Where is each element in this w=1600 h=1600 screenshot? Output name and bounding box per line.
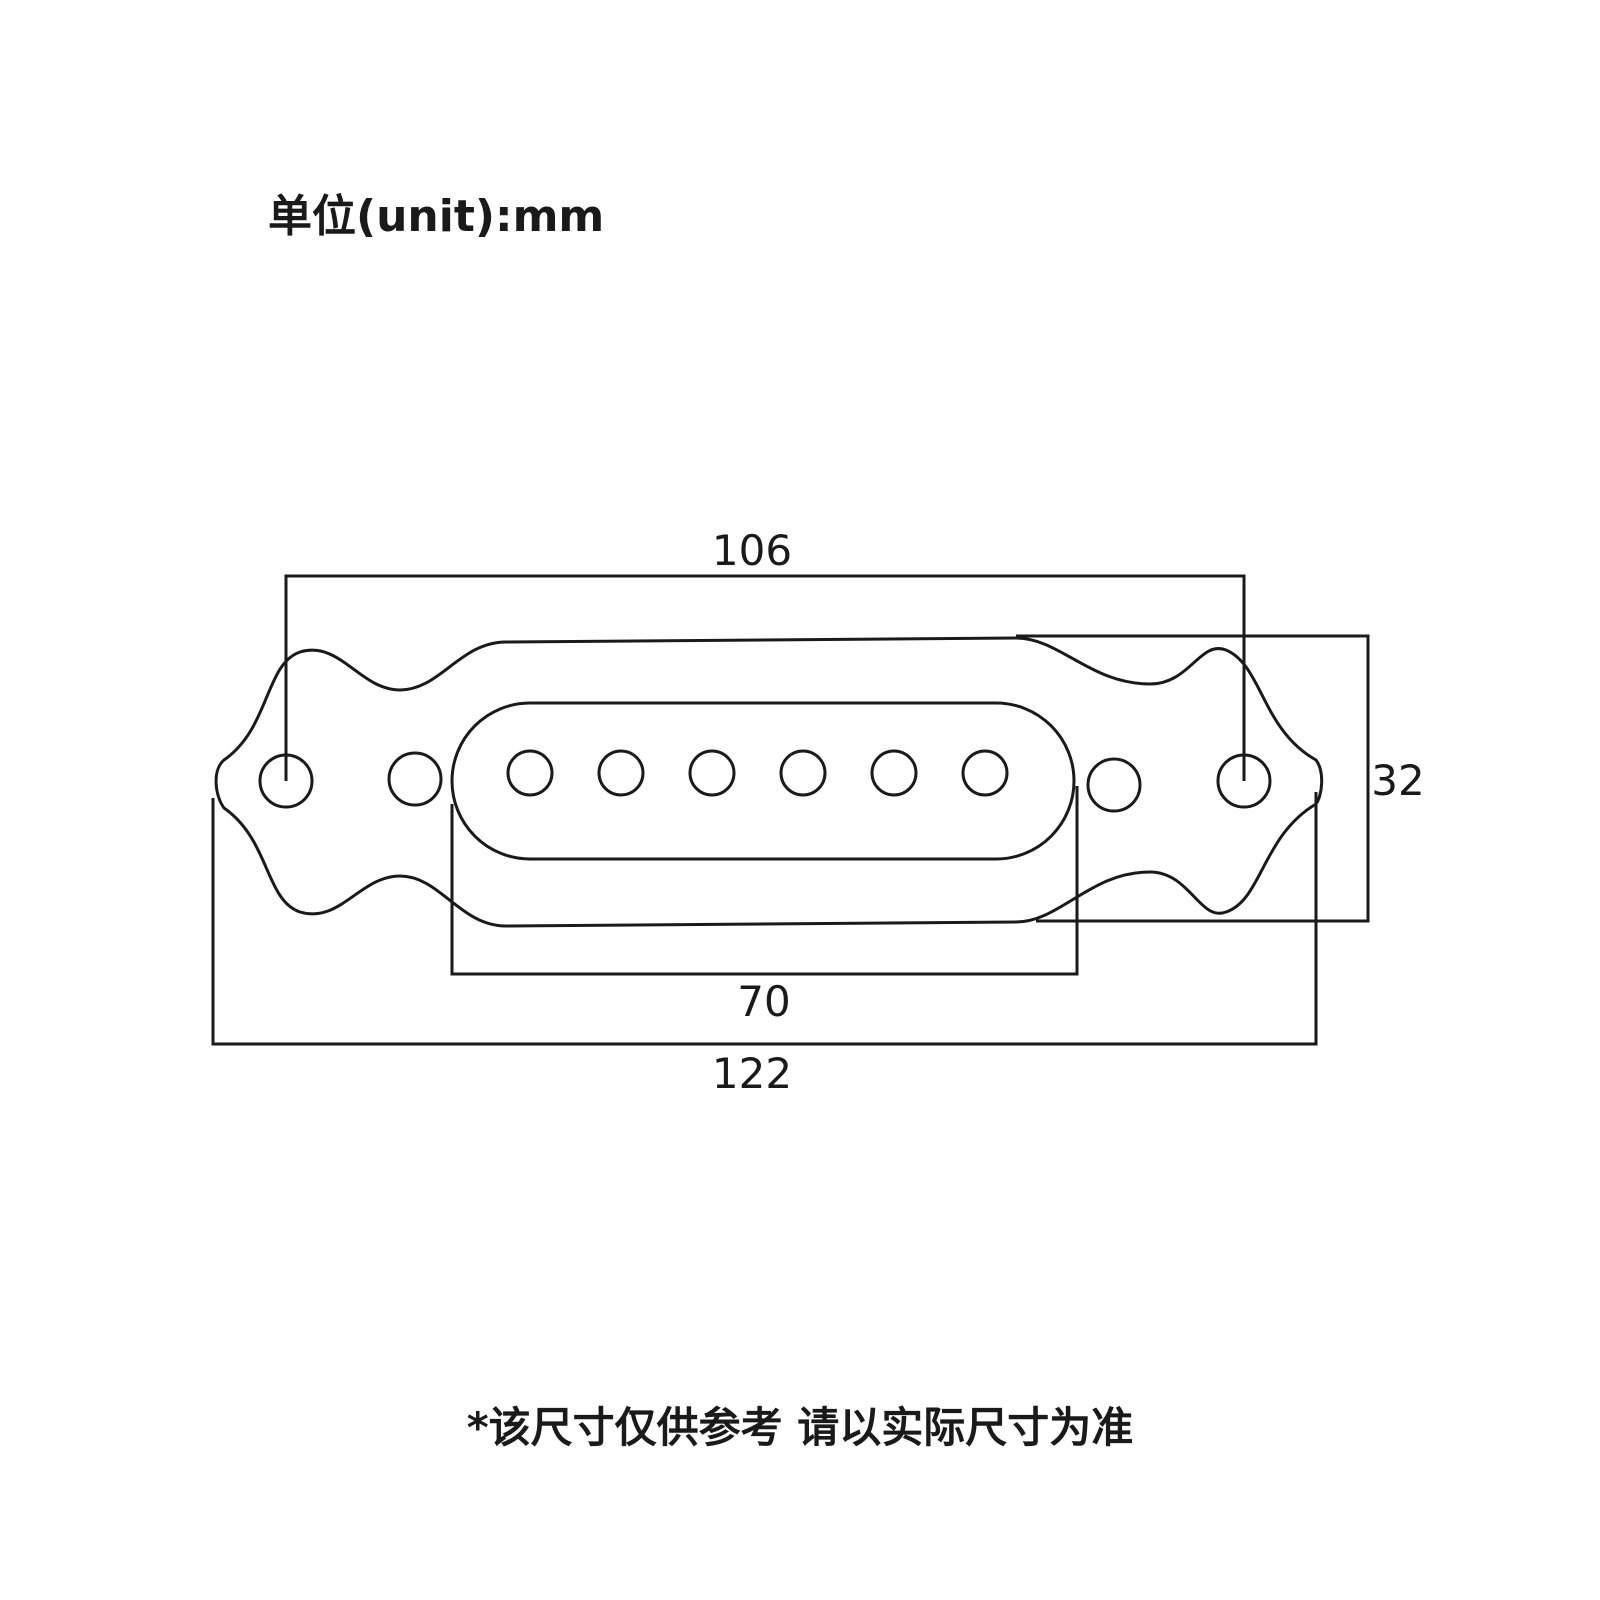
pole-piece-4 xyxy=(779,749,827,797)
pole-piece-5 xyxy=(870,749,918,797)
dimension-line-overall xyxy=(211,792,1318,1046)
dimension-line-right xyxy=(1016,634,1370,923)
pole-pieces xyxy=(506,749,1009,797)
pole-piece-6 xyxy=(961,749,1009,797)
dimension-label-top: 106 xyxy=(712,526,792,575)
pickup-cover-outline xyxy=(450,701,1076,861)
pole-piece-2 xyxy=(597,749,645,797)
pole-piece-1 xyxy=(506,749,554,797)
screw-hole-right xyxy=(1086,757,1142,813)
dimension-label-right: 32 xyxy=(1371,756,1424,805)
screw-hole-left xyxy=(387,751,443,807)
dimension-label-overall: 122 xyxy=(712,1049,792,1098)
pole-piece-3 xyxy=(688,749,736,797)
unit-label: 单位(unit):mm xyxy=(268,191,605,242)
disclaimer-note: *该尺寸仅供参考 请以实际尺寸为准 xyxy=(466,1403,1134,1452)
dimension-line-top xyxy=(284,574,1246,781)
dimension-label-inner: 70 xyxy=(737,977,790,1026)
pickup-plate-outline xyxy=(214,636,1324,928)
dimension-line-inner xyxy=(450,786,1079,976)
